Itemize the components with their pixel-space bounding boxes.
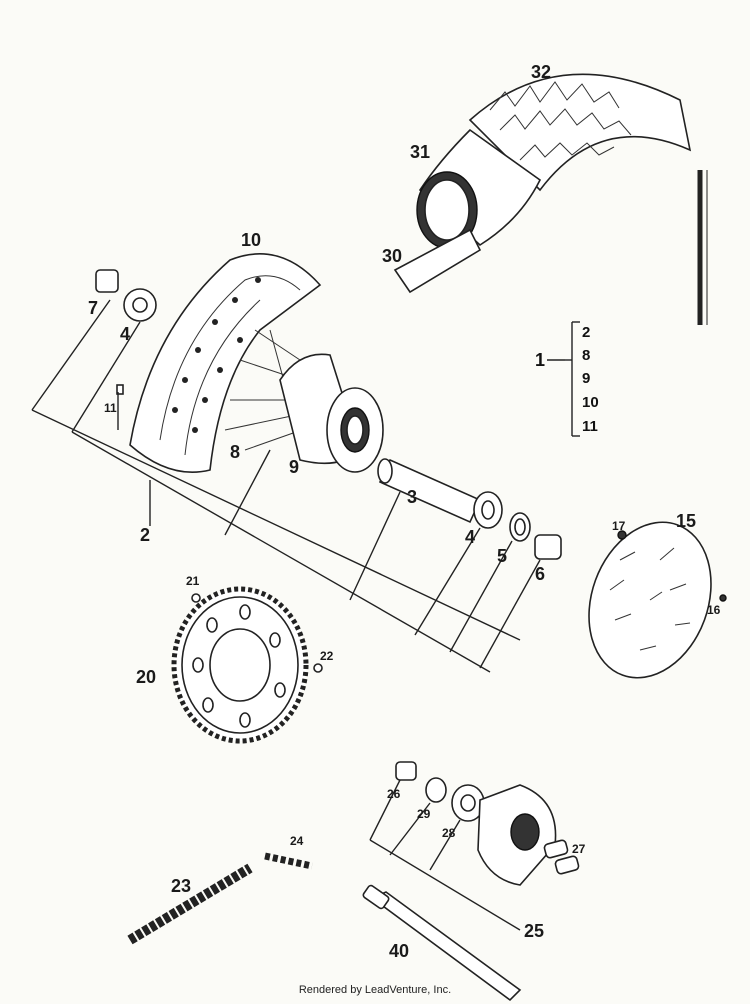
spoke-part [697, 170, 708, 325]
assembly-item-2: 2 [582, 324, 590, 341]
spacer-left-part [95, 269, 119, 293]
footer-credit: Rendered by LeadVenture, Inc. [298, 984, 452, 996]
seal-lower-part [425, 777, 447, 803]
chain-part [127, 863, 253, 945]
spacer-right-part [534, 534, 562, 560]
rim-part [129, 253, 322, 473]
callout-24: 24 [290, 834, 304, 848]
brake-disc-part [588, 521, 727, 679]
callout-28: 28 [442, 826, 456, 840]
callout-15: 15 [676, 511, 696, 531]
callout-30: 30 [382, 246, 402, 266]
callout-8: 8 [230, 442, 240, 462]
callout-29: 29 [417, 807, 431, 821]
assembly-item-8: 8 [582, 347, 590, 364]
callout-4b: 4 [465, 527, 475, 547]
callout-2: 2 [140, 525, 150, 545]
sprocket-carrier-part [477, 784, 580, 886]
callout-5: 5 [497, 546, 507, 566]
leader-lines [31, 299, 580, 931]
bearing-left-part [123, 288, 157, 322]
callout-4a: 4 [120, 324, 130, 344]
sprocket-nut-part [313, 663, 323, 673]
callout-9: 9 [289, 457, 299, 477]
master-link-part [264, 852, 313, 870]
callout-27: 27 [572, 842, 586, 856]
callout-10: 10 [241, 230, 261, 250]
assembly-group-label: 1 [535, 350, 545, 370]
assembly-item-9: 9 [582, 370, 590, 387]
assembly-item-10: 10 [582, 394, 599, 411]
bearing-right-part [473, 491, 503, 529]
sprocket-bolt-part [191, 593, 201, 603]
bushing-part [395, 761, 417, 781]
inner-tube-part [416, 128, 542, 249]
callout-20: 20 [136, 667, 156, 687]
callout-31: 31 [410, 142, 430, 162]
callout-6: 6 [535, 564, 545, 584]
callout-25: 25 [524, 921, 544, 941]
callout-21: 21 [186, 574, 200, 588]
hub-assembly-part [224, 329, 384, 473]
tire-part [468, 73, 692, 192]
spacer-tube-part [377, 458, 482, 524]
assembly-item-11: 11 [582, 418, 598, 435]
seal-right-part [509, 512, 531, 542]
callout-7: 7 [88, 298, 98, 318]
callout-16: 16 [707, 603, 721, 617]
axle-part [362, 884, 522, 1002]
sprocket-part [171, 586, 309, 744]
callout-40: 40 [389, 941, 409, 961]
small-pin-part [116, 384, 124, 395]
callout-3: 3 [407, 487, 417, 507]
callout-22: 22 [320, 649, 334, 663]
assembly-group: 1 2 8 9 10 11 [535, 324, 599, 435]
callout-11: 11 [104, 401, 117, 415]
rim-band-part [393, 228, 482, 294]
callout-26: 26 [387, 787, 401, 801]
callout-32: 32 [531, 62, 551, 82]
callout-23: 23 [171, 876, 191, 896]
callout-17: 17 [612, 519, 626, 533]
